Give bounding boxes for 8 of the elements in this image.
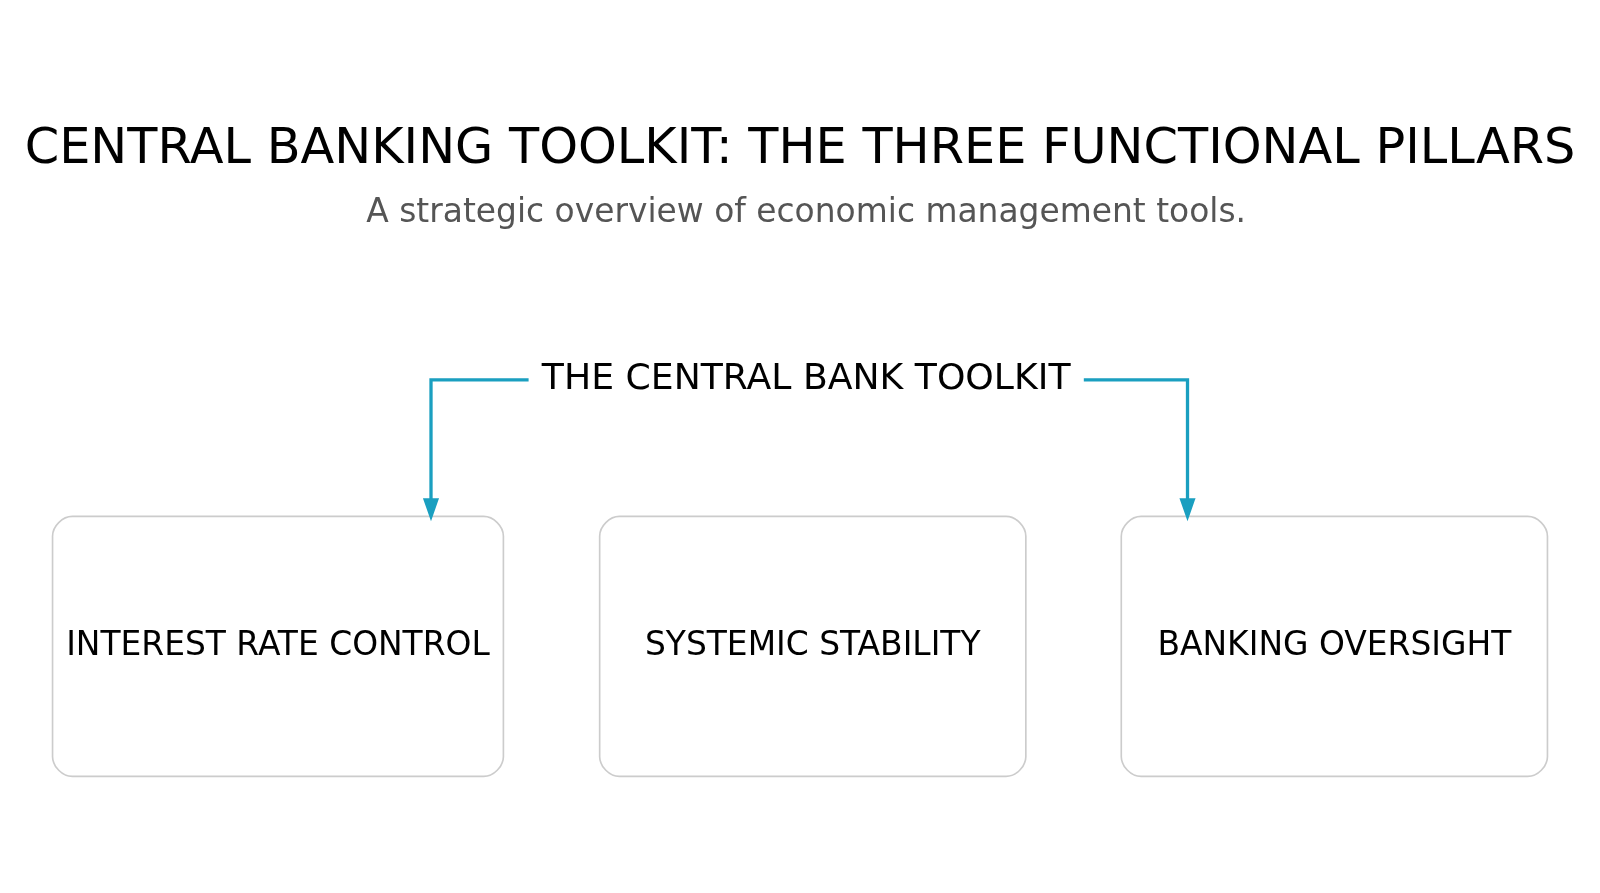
arrow (1083, 378, 1196, 522)
node-box: BANKING OVERSIGHT (1120, 515, 1549, 778)
node-box: SYSTEMIC STABILITY (598, 515, 1027, 778)
arrow (422, 378, 529, 522)
node-text: THE CENTRAL BANK TOOLKIT (541, 355, 1071, 399)
diagram-title: CENTRAL BANKING TOOLKIT: THE THREE FUNCTIONAL PILLARS (24, 116, 1576, 175)
node-box: INTEREST RATE CONTROL (51, 515, 505, 778)
label: A strategic overview of economic management tools. (366, 190, 1247, 230)
